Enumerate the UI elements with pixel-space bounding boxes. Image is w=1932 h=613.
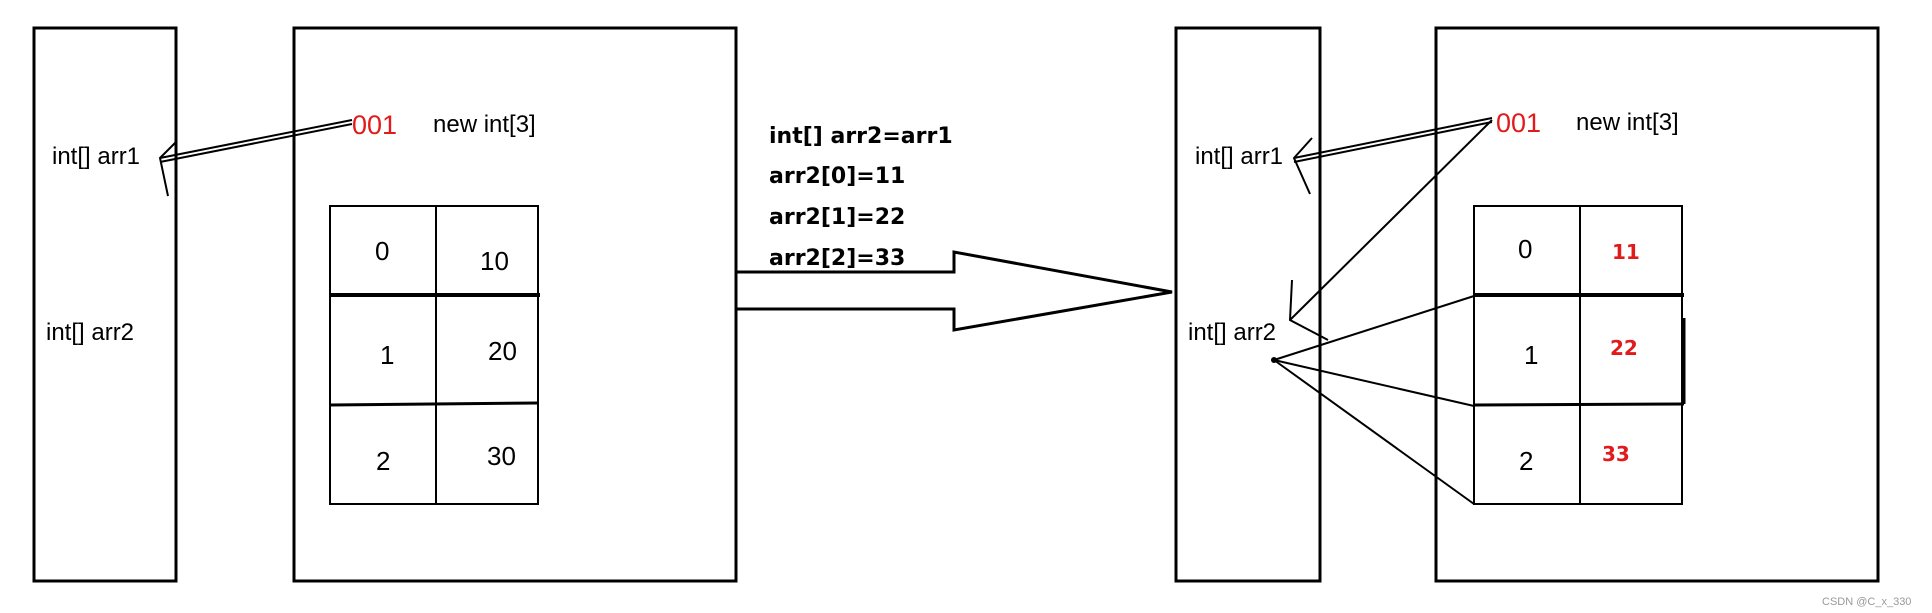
right-cell-value-1: 22	[1610, 336, 1638, 360]
left-scene: int[] arr1 int[] arr2 001 new int[3] 0 1…	[32, 26, 738, 583]
right-cell-index-1: 1	[1524, 340, 1538, 370]
code-line-1: int[] arr2=arr1	[769, 124, 953, 149]
right-cell-value-0: 11	[1612, 240, 1640, 264]
right-fan-lines	[1271, 295, 1475, 505]
left-stack-box	[32, 26, 178, 583]
right-heap-label: new int[3]	[1576, 109, 1679, 136]
left-array-table	[329, 205, 540, 505]
hollow-arrow-icon	[734, 250, 1173, 332]
right-scene: int[] arr1 int[] arr2 001 new int[3]	[1174, 26, 1880, 583]
right-heap-box	[1434, 26, 1880, 583]
watermark: CSDN @C_x_330	[1822, 596, 1911, 608]
right-array-table	[1473, 205, 1686, 505]
left-cell-value-0: 10	[480, 246, 509, 276]
right-pointer-arrow-arr2-icon	[1288, 119, 1493, 341]
left-pointer-arrow-icon	[158, 119, 353, 197]
code-line-3: arr2[1]=22	[769, 205, 905, 230]
left-cell-index-0: 0	[375, 236, 389, 266]
left-address-label: 001	[352, 110, 397, 140]
right-stack-var-arr1: int[] arr1	[1195, 143, 1283, 170]
right-address-label: 001	[1496, 108, 1541, 138]
right-cell-value-2: 33	[1602, 442, 1630, 466]
code-line-2: arr2[0]=11	[769, 164, 905, 189]
left-cell-index-2: 2	[376, 446, 390, 476]
right-pointer-arrow-arr1-icon	[1292, 117, 1493, 195]
right-cell-index-2: 2	[1519, 446, 1533, 476]
left-cell-index-1: 1	[380, 340, 394, 370]
left-cell-value-2: 30	[487, 441, 516, 471]
right-cell-index-0: 0	[1518, 234, 1532, 264]
code-block: int[] arr2=arr1 arr2[0]=11 arr2[1]=22 ar…	[769, 124, 953, 271]
right-stack-box	[1174, 26, 1322, 583]
left-heap-label: new int[3]	[433, 111, 536, 138]
left-cell-value-1: 20	[488, 336, 517, 366]
code-line-4: arr2[2]=33	[769, 246, 905, 271]
left-stack-var-arr2: int[] arr2	[46, 319, 134, 346]
right-stack-var-arr2: int[] arr2	[1188, 319, 1276, 346]
left-stack-var-arr1: int[] arr1	[52, 143, 140, 170]
